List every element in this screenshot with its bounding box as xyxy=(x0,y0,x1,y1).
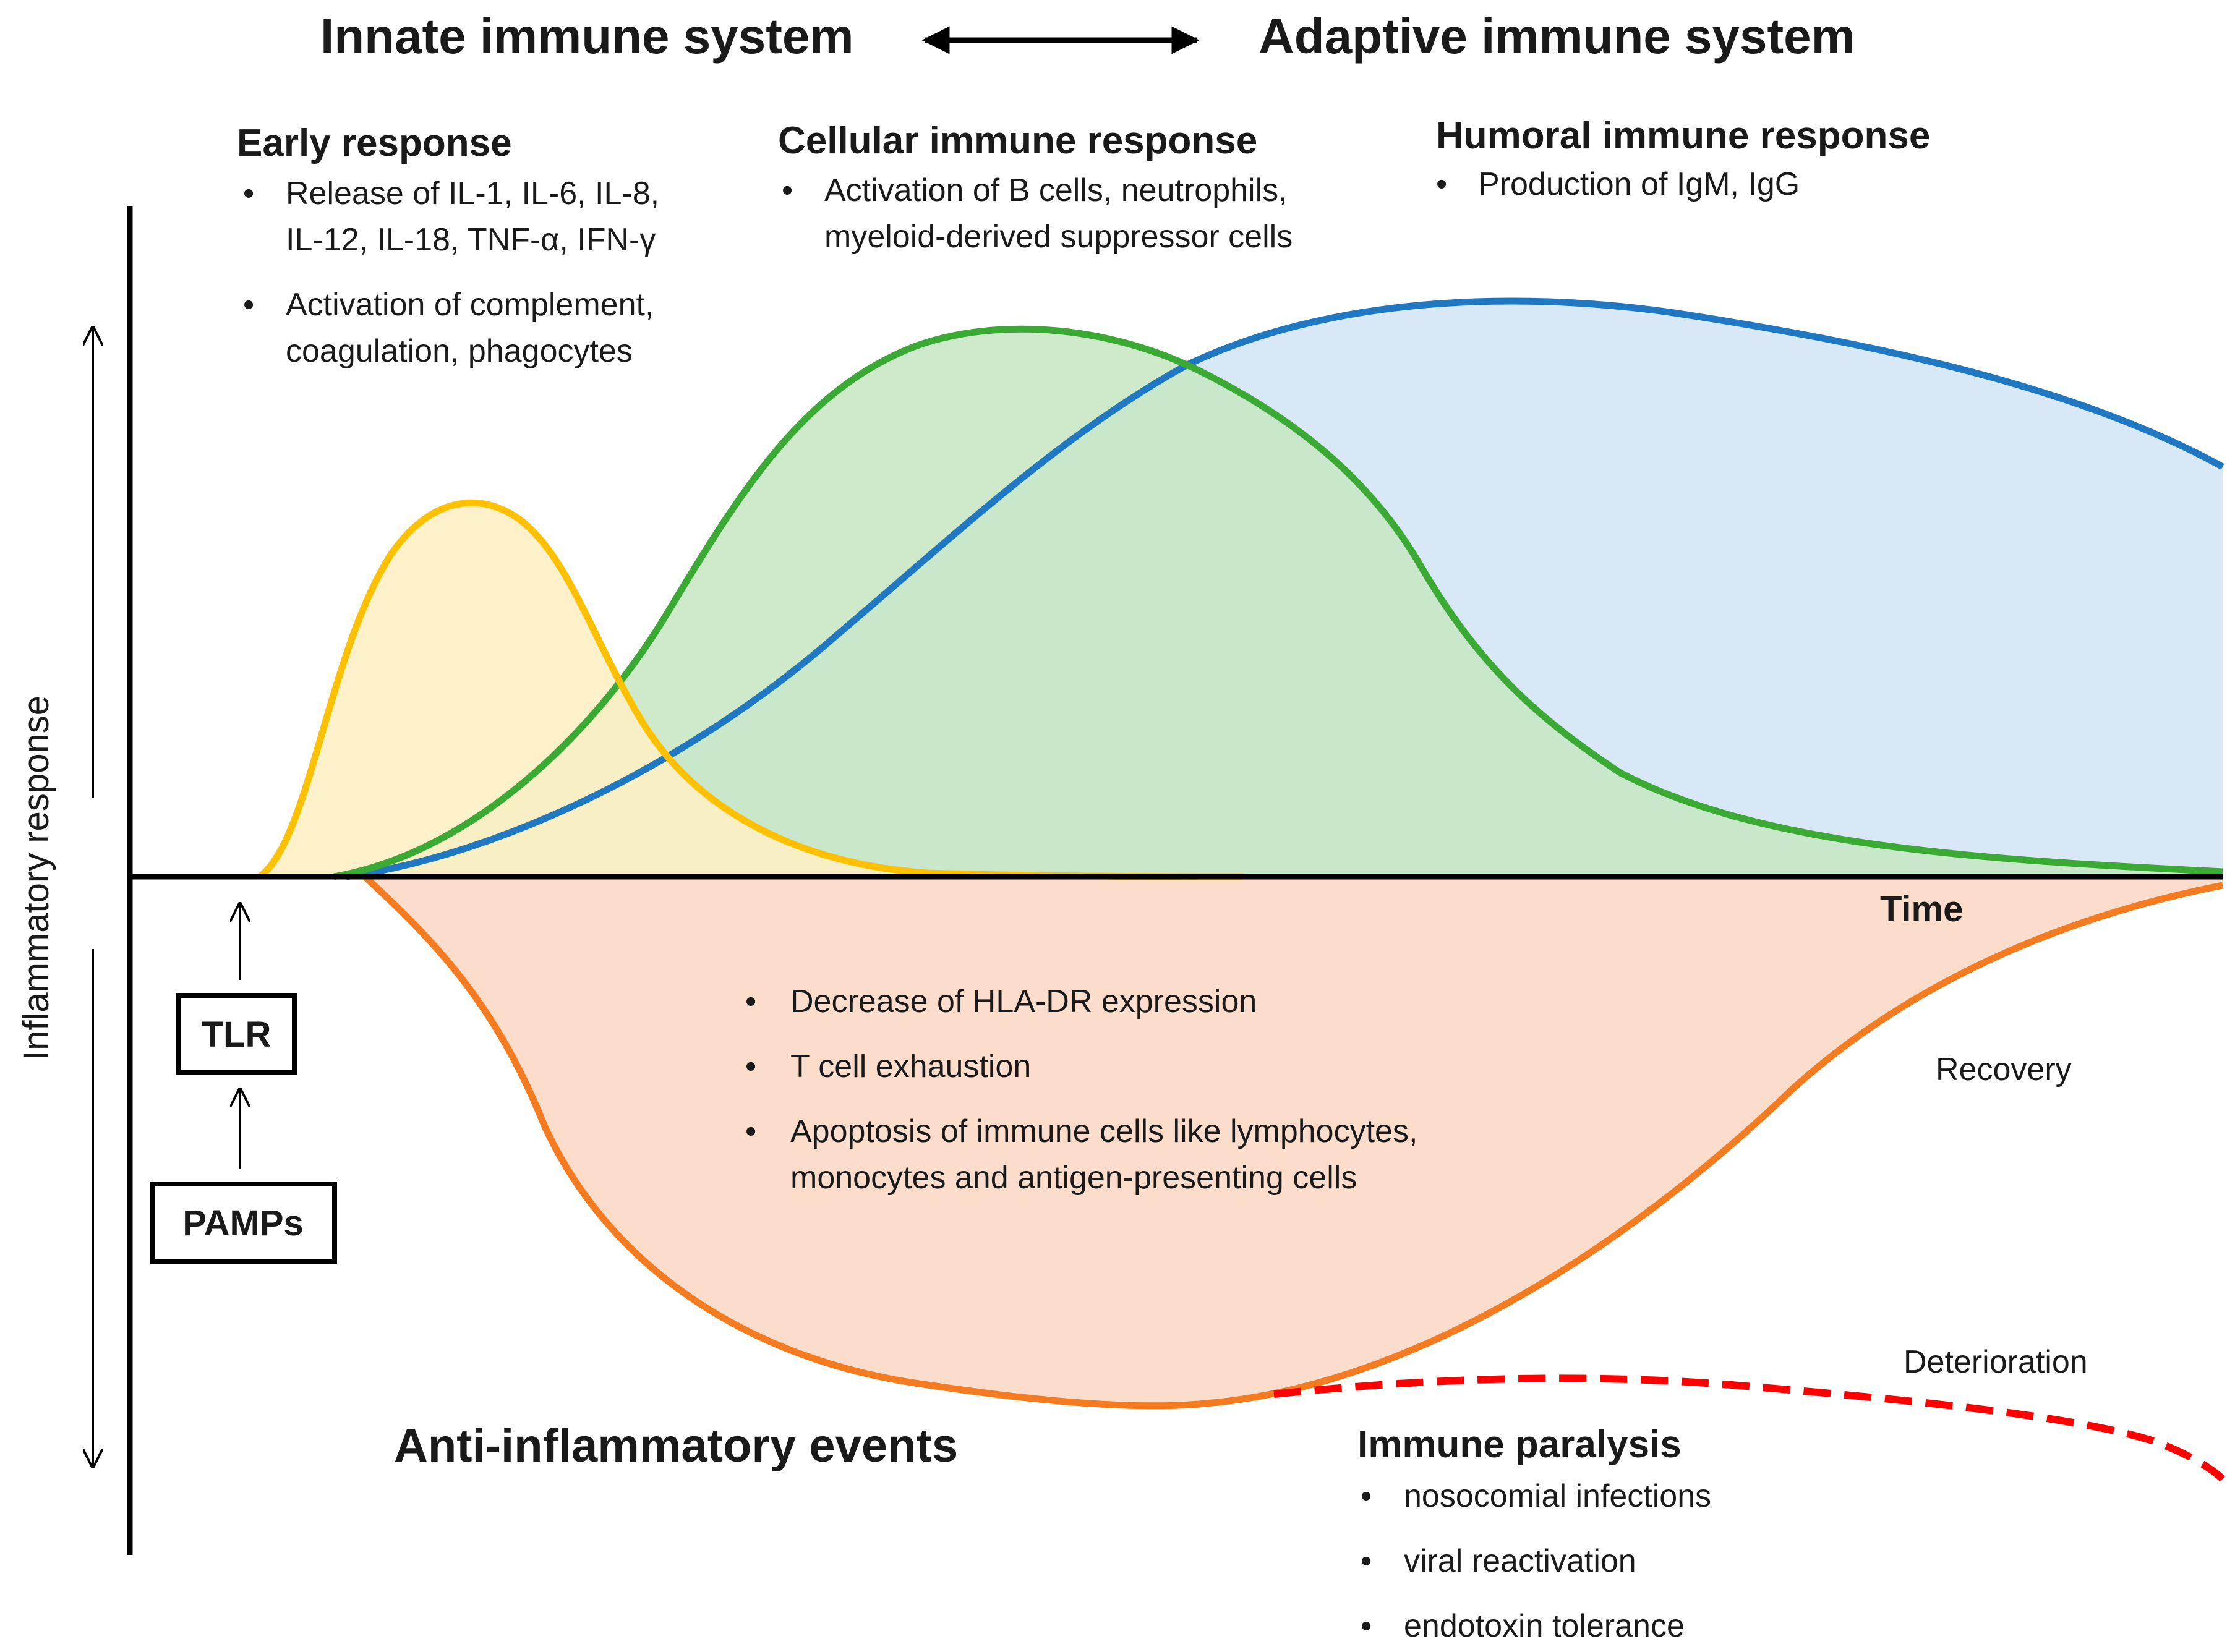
humoral-response-title: Humoral immune response xyxy=(1436,114,1930,157)
innate-system-label: Innate immune system xyxy=(320,9,854,64)
pamps-box xyxy=(150,1182,337,1264)
bullet-dot-icon: • xyxy=(745,1049,756,1084)
bullet-dot-icon: • xyxy=(1436,166,1447,202)
cellular-response-title: Cellular immune response xyxy=(778,119,1257,162)
anti-bullet-2: T cell exhaustion xyxy=(790,1049,1031,1084)
tlr-box xyxy=(176,993,297,1075)
cellular-curve xyxy=(333,325,2223,880)
cellular-bullet-1-line-1: Activation of B cells, neutrophils, xyxy=(824,172,1288,208)
early-response-area xyxy=(260,503,1243,877)
anti-inflammatory-area xyxy=(365,877,2223,1406)
paralysis-item-1: nosocomial infections xyxy=(1404,1478,1711,1514)
deterioration-curve xyxy=(1273,1374,2226,1482)
y-axis-label: Inflammatory response xyxy=(16,696,56,1060)
anti-inflammatory-curve xyxy=(362,874,2224,1410)
immune-paralysis-title: Immune paralysis xyxy=(1357,1423,1682,1466)
cellular-bullet-1-line-2: myeloid-derived suppressor cells xyxy=(824,219,1293,255)
bullet-dot-icon: • xyxy=(243,176,254,211)
bullet-dot-icon: • xyxy=(1361,1478,1372,1514)
pamps-label: PAMPs xyxy=(182,1203,304,1243)
recovery-label: Recovery xyxy=(1936,1052,2072,1088)
bullet-dot-icon: • xyxy=(782,172,793,208)
bullet-dot-icon: • xyxy=(243,287,254,323)
bullet-dot-icon: • xyxy=(745,1113,756,1149)
adaptive-system-label: Adaptive immune system xyxy=(1259,9,1855,64)
anti-bullet-1: Decrease of HLA-DR expression xyxy=(790,984,1257,1020)
deterioration-label: Deterioration xyxy=(1904,1344,2088,1380)
anti-inflammatory-title: Anti-inflammatory events xyxy=(394,1420,958,1472)
early-bullet-2-line-1: Activation of complement, xyxy=(286,287,654,323)
bullet-dot-icon: • xyxy=(1361,1608,1372,1644)
cellular-area xyxy=(334,329,2223,877)
early-bullet-1-line-2: IL-12, IL-18, TNF-α, IFN-γ xyxy=(286,222,656,258)
early-bullet-1-line-1: Release of IL-1, IL-6, IL-8, xyxy=(286,176,659,211)
early-response-title: Early response xyxy=(237,122,512,164)
humoral-bullet-1: Production of IgM, IgG xyxy=(1478,166,1800,202)
bullet-dot-icon: • xyxy=(745,984,756,1020)
anti-bullet-3-line-1: Apoptosis of immune cells like lymphocyt… xyxy=(790,1113,1417,1149)
tlr-label: TLR xyxy=(202,1015,271,1055)
bullet-dot-icon: • xyxy=(1361,1543,1372,1579)
time-axis-label: Time xyxy=(1880,889,1963,929)
paralysis-item-2: viral reactivation xyxy=(1404,1543,1636,1579)
anti-bullet-3-line-2: monocytes and antigen-presenting cells xyxy=(790,1160,1357,1196)
paralysis-item-3: endotoxin tolerance xyxy=(1404,1608,1685,1644)
early-bullet-2-line-2: coagulation, phagocytes xyxy=(286,333,633,369)
